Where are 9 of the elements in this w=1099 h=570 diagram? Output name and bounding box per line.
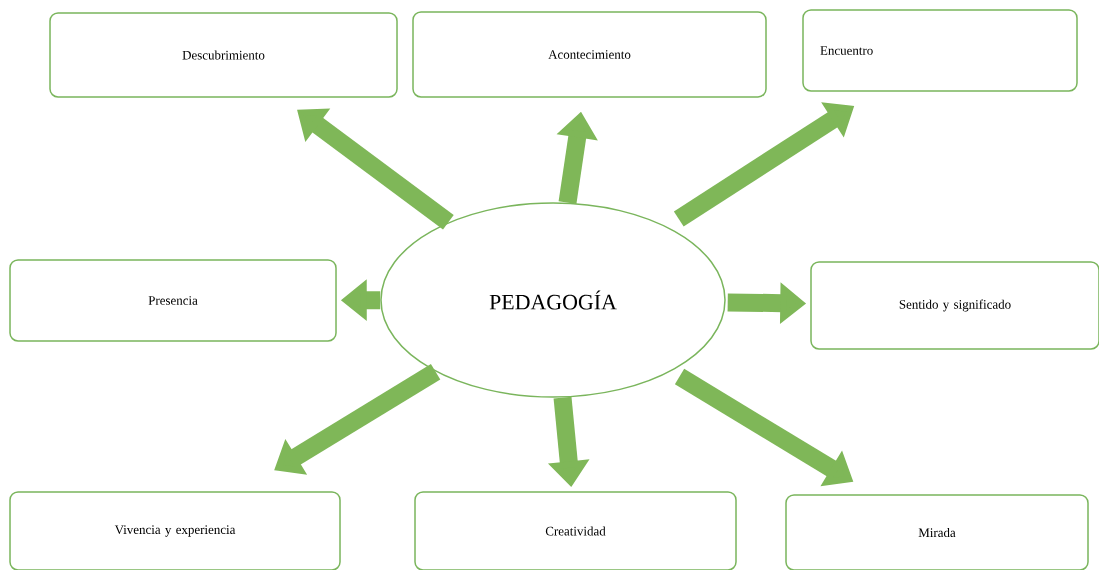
concept-box: Acontecimiento (412, 11, 767, 98)
concept-box: Mirada (785, 494, 1089, 570)
concept-box: Sentido y significado (810, 261, 1099, 350)
concept-box: Presencia (9, 259, 337, 342)
concept-box: Encuentro (802, 9, 1078, 92)
concept-box: Vivencia y experiencia (9, 491, 341, 570)
block-arrow (297, 108, 454, 230)
concept-box: Creatividad (414, 491, 737, 570)
concept-box: Descubrimiento (49, 12, 398, 98)
